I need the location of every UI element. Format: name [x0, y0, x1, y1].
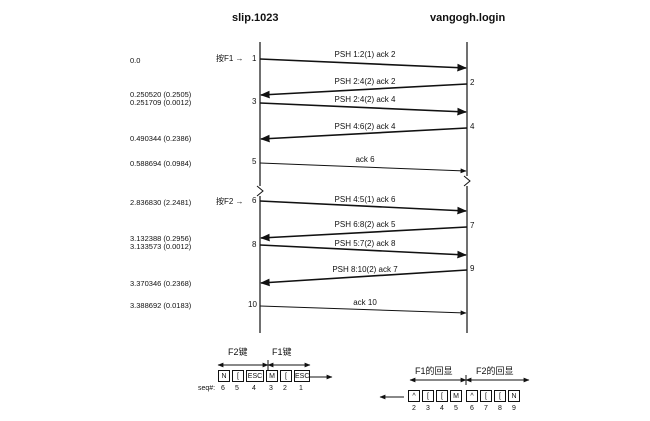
timestamp: 3.388692 (0.0183) [130, 301, 192, 310]
input-cell: ESC [294, 370, 310, 382]
timestamp: 3.370346 (0.2368) [130, 279, 192, 288]
input-cell: N [218, 370, 230, 382]
left-timeline-break [256, 185, 264, 197]
input-cell: M [266, 370, 278, 382]
segment-label: PSH 5:7(2) ack 8 [334, 239, 396, 248]
timestamp: 0.251709 (0.0012) [130, 98, 192, 107]
timestamp: 0.250520 (0.2505) [130, 90, 192, 99]
echo-seq: 5 [454, 405, 458, 412]
segment-number: 6 [252, 196, 257, 205]
segment-label: PSH 6:8(2) ack 5 [334, 220, 396, 229]
segment-number: 8 [252, 240, 257, 249]
segment-label: PSH 8:10(2) ack 7 [332, 265, 398, 274]
input-seq: 2 [283, 385, 287, 392]
segment-number: 10 [248, 300, 257, 309]
echo-cell: N [508, 390, 520, 402]
keypress-f2-label: 按F2 → [216, 197, 244, 206]
input-seq: 3 [269, 385, 273, 392]
input-cell: ESC [246, 370, 264, 382]
host-right-title: vangogh.login [430, 12, 506, 24]
segment-arrow-3 [259, 102, 467, 116]
echo-cell: ^ [408, 390, 420, 402]
segment-arrow-7 [260, 226, 468, 242]
timestamp: 3.133573 (0.0012) [130, 242, 192, 251]
echo-cell: [ [480, 390, 492, 402]
segment-arrow-8 [259, 244, 467, 259]
input-seq: 4 [252, 385, 256, 392]
segment-arrow-4 [260, 127, 468, 143]
segment-arrow-2 [260, 83, 468, 99]
segment-arrow-10 [259, 305, 467, 316]
right-timeline-break [463, 175, 471, 187]
segment-label: PSH 2:4(2) ack 2 [334, 77, 396, 86]
echo-seq: 8 [498, 405, 502, 412]
input-f1-label: F1键 [272, 347, 292, 357]
echo-cell: [ [422, 390, 434, 402]
segment-number: 5 [252, 157, 257, 166]
host-left-title: slip.1023 [232, 12, 279, 24]
segment-label: PSH 4:6(2) ack 4 [334, 122, 396, 131]
input-cell: [ [232, 370, 244, 382]
timestamp: 0.0 [130, 56, 141, 65]
echo-f1-label: F1的回显 [415, 366, 453, 376]
input-cell: [ [280, 370, 292, 382]
input-seq: 6 [221, 385, 225, 392]
segment-arrow-9 [260, 269, 468, 287]
keypress-f1-label: 按F1 → [216, 54, 244, 63]
segment-label: ack 6 [355, 155, 375, 164]
echo-seq: 9 [512, 405, 516, 412]
timestamp: 3.132388 (0.2956) [130, 234, 192, 243]
input-f2-label: F2键 [228, 347, 248, 357]
segment-label: PSH 4:5(1) ack 6 [334, 195, 396, 204]
segment-arrow-5 [259, 162, 467, 174]
echo-cell: ^ [466, 390, 478, 402]
input-seq: 5 [235, 385, 239, 392]
segment-label: ack 10 [353, 298, 377, 307]
seq-label: seq#: [198, 385, 216, 392]
echo-seq: 7 [484, 405, 488, 412]
segment-number: 7 [470, 221, 475, 230]
segment-label: PSH 1:2(1) ack 2 [334, 50, 396, 59]
timestamp: 2.836830 (2.2481) [130, 198, 192, 207]
echo-seq: 4 [440, 405, 444, 412]
echo-seq: 2 [412, 405, 416, 412]
segment-number: 1 [252, 54, 257, 63]
segment-arrow-1 [259, 58, 467, 72]
echo-cell: M [450, 390, 462, 402]
segment-label: PSH 2:4(2) ack 4 [334, 95, 396, 104]
input-seq: 1 [299, 385, 303, 392]
segment-arrow-6 [259, 200, 467, 215]
timestamp: 0.490344 (0.2386) [130, 134, 192, 143]
echo-cell: [ [436, 390, 448, 402]
echo-cell: [ [494, 390, 506, 402]
segment-number: 9 [470, 264, 475, 273]
timestamp: 0.588694 (0.0984) [130, 159, 192, 168]
segment-number: 2 [470, 78, 475, 87]
segment-number: 3 [252, 97, 257, 106]
echo-seq: 3 [426, 405, 430, 412]
echo-seq: 6 [470, 405, 474, 412]
echo-f2-label: F2的回显 [476, 366, 514, 376]
segment-number: 4 [470, 122, 475, 131]
